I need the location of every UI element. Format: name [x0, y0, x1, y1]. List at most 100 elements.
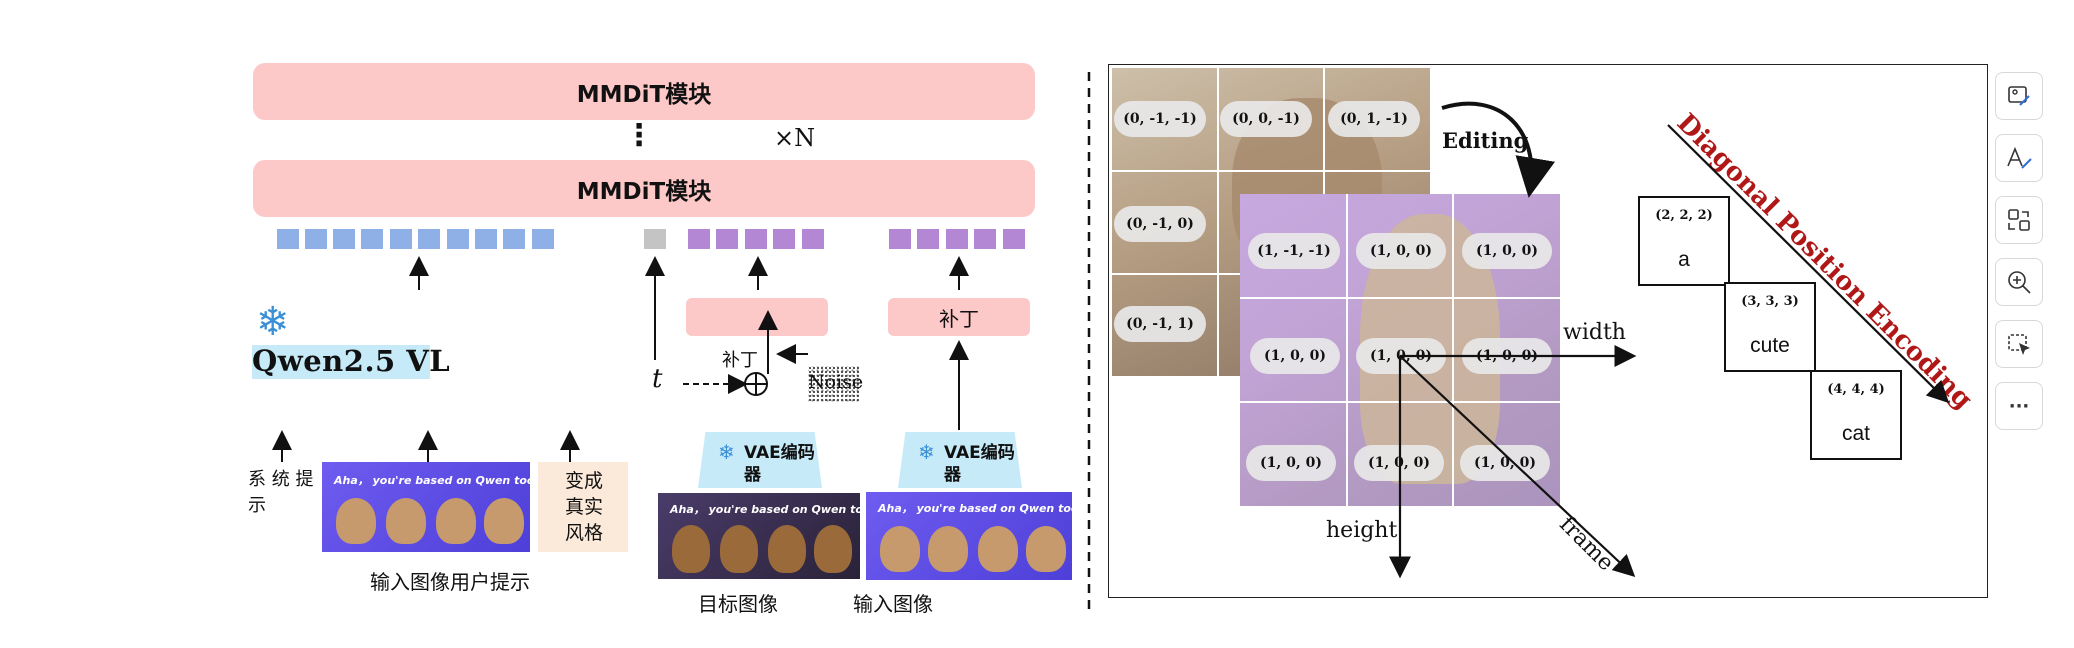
editing-curved-arrow — [1441, 101, 1555, 198]
meme-caption: Aha， you're based on Qwen too! — [334, 474, 540, 487]
word-token-coord: (2, 2, 2) — [1655, 208, 1713, 223]
input-image: Aha， you're based on Qwen too! — [866, 492, 1084, 580]
position-label-back: (0, -1, 1) — [1114, 306, 1206, 342]
style-prompt-label: 变成真实风格 — [564, 470, 603, 544]
repeat-count: ×N — [774, 124, 816, 152]
qwen-highlight — [252, 345, 430, 379]
meme-caption: Aha， you're based on Qwen too! — [670, 503, 876, 516]
position-label-front: (1, 0, 0) — [1462, 233, 1552, 269]
bear-figure — [484, 498, 524, 544]
noise-patch — [808, 366, 860, 402]
right-arrows — [1389, 101, 1950, 579]
timestep-token — [644, 229, 666, 249]
bear-figure — [672, 525, 710, 573]
bear-figure — [768, 525, 806, 573]
input-image-user-prompt-caption: 输入图像用户提示 — [370, 570, 530, 594]
bear-figure — [880, 526, 920, 572]
image-token — [974, 229, 996, 249]
word-token-coord: (4, 4, 4) — [1827, 382, 1885, 397]
editing-label: Editing — [1442, 128, 1529, 153]
qwen-model-label: Qwen2.5 VL — [252, 344, 451, 378]
meme-caption: Aha， you're based on Qwen too! — [878, 502, 1084, 515]
noise-token — [802, 229, 824, 249]
more-icon: ··· — [2008, 395, 2030, 417]
position-label-back: (0, -1, 0) — [1114, 206, 1206, 242]
text-edit-icon — [2007, 146, 2032, 169]
zoom-in-icon — [2008, 271, 2031, 294]
system-prompt-label: 系 统 提 示 — [248, 469, 314, 516]
word-token-box: (2, 2, 2) a — [1638, 196, 1730, 286]
mmdit-block-bottom-label: MMDiT模块 — [576, 178, 712, 205]
image-token — [946, 229, 968, 249]
position-label-front: (1, -1, -1) — [1248, 233, 1340, 269]
text-token — [503, 229, 525, 249]
image-swap-icon — [2008, 209, 2030, 231]
text-token — [390, 229, 412, 249]
diagonal-arrow — [1667, 124, 1950, 404]
patch-box-image: 补丁 — [888, 298, 1030, 336]
user-input-image: Aha， you're based on Qwen too! — [322, 462, 540, 552]
image-swap-button[interactable] — [1995, 196, 2043, 244]
word-token-text: a — [1678, 248, 1690, 271]
patch-box-noise — [686, 298, 828, 336]
word-token-text: cute — [1750, 334, 1790, 357]
image-token — [889, 229, 911, 249]
word-token-box: (3, 3, 3) cute — [1724, 282, 1816, 372]
select-region-button[interactable] — [1995, 320, 2043, 368]
bear-figure — [978, 526, 1018, 572]
snowflake-icon: ❄ — [918, 440, 935, 464]
left-arrows — [272, 72, 1091, 610]
bear-figure — [386, 498, 426, 544]
bear-figure — [814, 525, 852, 573]
noise-token — [773, 229, 795, 249]
word-token-box: (4, 4, 4) cat — [1810, 370, 1902, 460]
mmdit-block-top: MMDiT模块 — [253, 63, 1035, 120]
text-token — [475, 229, 497, 249]
vae-encoder-left-label: VAE编码器 — [744, 443, 815, 485]
position-label-front: (1, 0, 0) — [1246, 445, 1336, 481]
text-token — [305, 229, 327, 249]
image-edit-icon — [2008, 86, 2030, 106]
patch-label-right: 补丁 — [939, 306, 979, 331]
width-axis-label: width — [1563, 320, 1626, 345]
target-image-caption: 目标图像 — [698, 592, 778, 616]
position-label-back: (0, -1, -1) — [1114, 101, 1206, 137]
vertical-ellipsis: ⋮ — [624, 118, 654, 153]
bear-figure — [336, 498, 376, 544]
noise-token — [745, 229, 767, 249]
zoom-in-button[interactable] — [1995, 258, 2043, 306]
position-label-front: (1, 0, 0) — [1250, 338, 1340, 374]
noise-label: Noise — [808, 371, 864, 393]
position-label-front: (1, 0, 0) — [1356, 233, 1446, 269]
text-token — [361, 229, 383, 249]
bear-figure — [928, 526, 968, 572]
mmdit-block-top-label: MMDiT模块 — [576, 81, 712, 108]
image-token — [1003, 229, 1025, 249]
word-token-text: cat — [1841, 422, 1870, 445]
patch-label-left: 补丁 — [722, 350, 758, 371]
mmdit-block-bottom: MMDiT模块 — [253, 160, 1035, 217]
image-edit-button[interactable] — [1995, 72, 2043, 120]
snowflake-icon: ❄ — [718, 440, 735, 464]
vae-encoder-left: ❄ VAE编码器 — [698, 432, 822, 488]
timestep-symbol: t — [652, 364, 663, 394]
snowflake-icon: ❄ — [256, 299, 290, 345]
image-token — [917, 229, 939, 249]
noise-token — [688, 229, 710, 249]
bear-figure — [436, 498, 476, 544]
position-label-back: (0, 0, -1) — [1220, 101, 1312, 137]
bear-figure — [720, 525, 758, 573]
select-region-icon — [2008, 334, 2030, 355]
position-label-back: (0, 1, -1) — [1328, 101, 1420, 137]
noise-token — [716, 229, 738, 249]
word-token-coord: (3, 3, 3) — [1741, 294, 1799, 309]
text-edit-button[interactable] — [1995, 134, 2043, 182]
text-token — [277, 229, 299, 249]
text-token — [532, 229, 554, 249]
height-axis-label: height — [1326, 518, 1398, 543]
input-image-caption: 输入图像 — [853, 592, 933, 616]
bear-figure — [1026, 526, 1066, 572]
text-token — [418, 229, 440, 249]
vae-encoder-right: ❄ VAE编码器 — [898, 432, 1022, 488]
more-button[interactable]: ··· — [1995, 382, 2043, 430]
